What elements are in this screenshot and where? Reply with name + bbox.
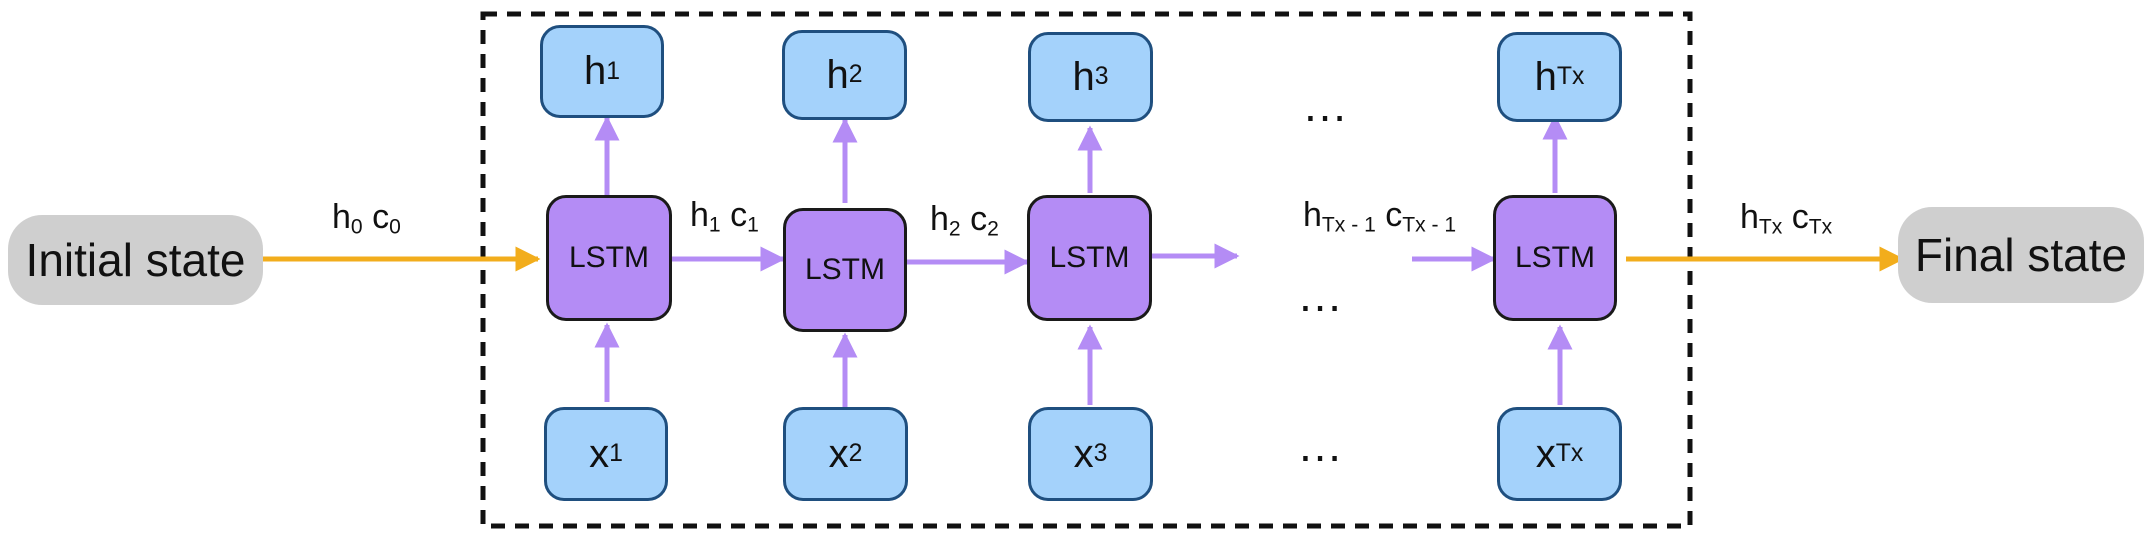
ellipsis-top: … — [1302, 79, 1350, 131]
ellipsis-bottom: … — [1297, 419, 1345, 471]
edge-label-h0-c0: h0 c0 — [332, 198, 401, 239]
edge-label-hTx-1-cTx-1: hTx - 1 cTx - 1 — [1303, 196, 1457, 237]
ellipsis-middle: … — [1297, 269, 1345, 321]
initial-state-node: Initial state — [8, 215, 263, 305]
lstm-cell-1: LSTM — [546, 195, 672, 321]
unrolled-boundary — [480, 11, 1693, 529]
edge-label-h1-c1: h1 c1 — [690, 196, 759, 237]
final-state-node: Final state — [1898, 207, 2144, 303]
edge-label-h2-c2: h2 c2 — [930, 200, 999, 241]
lstm-cell-3: LSTM — [1027, 195, 1152, 321]
lstm-cell-2: LSTM — [783, 208, 907, 332]
edge-label-hTx-cTx: hTx cTx — [1740, 198, 1833, 239]
lstm-cell-4: LSTM — [1493, 195, 1617, 321]
